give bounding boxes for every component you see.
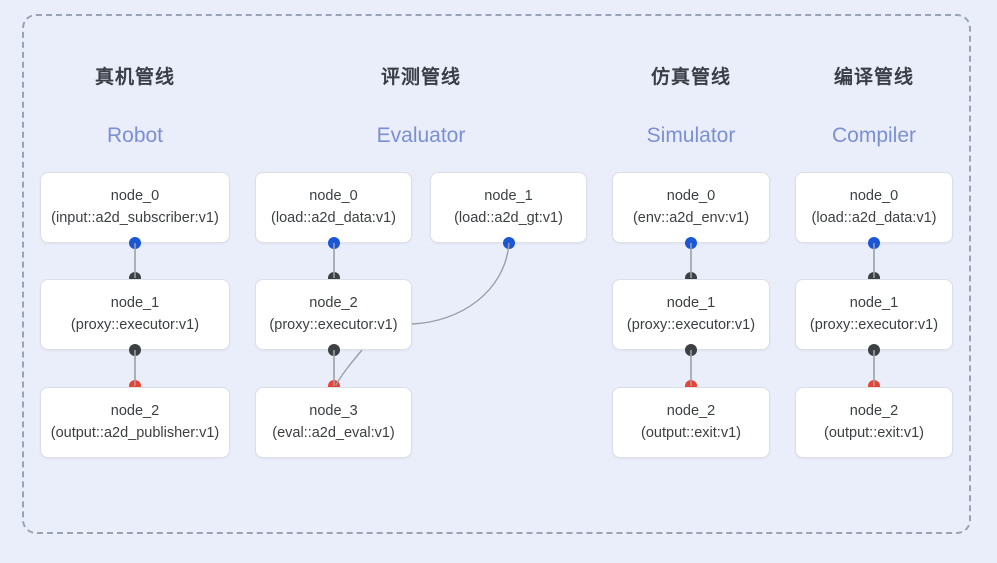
node-robot-2[interactable]: node_2 (output::a2d_publisher:v1) [40, 387, 230, 458]
output-port-blue[interactable] [328, 237, 340, 249]
node-spec: (output::exit:v1) [824, 424, 924, 441]
output-port-black[interactable] [868, 344, 880, 356]
node-spec: (proxy::executor:v1) [626, 316, 756, 333]
node-name: node_1 [484, 187, 533, 204]
output-port-black[interactable] [685, 344, 697, 356]
dashed-container-frame [22, 14, 971, 534]
column-title-cn-simulator: 仿真管线 [650, 67, 731, 88]
node-compiler-1[interactable]: node_1 (proxy::executor:v1) [795, 279, 953, 350]
node-simulator-0[interactable]: node_0 (env::a2d_env:v1) [612, 172, 770, 243]
node-compiler-0[interactable]: node_0 (load::a2d_data:v1) [795, 172, 953, 243]
node-name: node_2 [309, 294, 358, 311]
column-title-cn-evaluator: 评测管线 [380, 67, 461, 88]
node-spec: (output::a2d_publisher:v1) [50, 424, 220, 441]
node-spec: (env::a2d_env:v1) [632, 209, 750, 226]
column-title-en-compiler: Compiler [831, 124, 917, 147]
node-name: node_0 [309, 187, 358, 204]
node-name: node_2 [849, 402, 899, 419]
node-spec: (proxy::executor:v1) [70, 316, 200, 333]
node-robot-1[interactable]: node_1 (proxy::executor:v1) [40, 279, 230, 350]
output-port-black[interactable] [328, 344, 340, 356]
node-name: node_0 [849, 187, 899, 204]
node-compiler-2[interactable]: node_2 (output::exit:v1) [795, 387, 953, 458]
node-spec: (proxy::executor:v1) [269, 316, 398, 333]
node-name: node_1 [666, 294, 716, 311]
column-title-en-simulator: Simulator [646, 124, 736, 147]
node-spec: (eval::a2d_eval:v1) [272, 424, 395, 441]
column-title-cn-compiler: 编译管线 [833, 67, 914, 88]
output-port-blue[interactable] [503, 237, 515, 249]
node-spec: (output::exit:v1) [641, 424, 741, 441]
output-port-blue[interactable] [868, 237, 880, 249]
node-name: node_0 [110, 187, 160, 204]
node-evaluator-2[interactable]: node_2 (proxy::executor:v1) [255, 279, 412, 350]
node-simulator-1[interactable]: node_1 (proxy::executor:v1) [612, 279, 770, 350]
node-name: node_0 [666, 187, 716, 204]
node-robot-0[interactable]: node_0 (input::a2d_subscriber:v1) [40, 172, 230, 243]
column-title-en-evaluator: Evaluator [376, 124, 466, 147]
node-name: node_2 [666, 402, 716, 419]
node-spec: (proxy::executor:v1) [809, 316, 939, 333]
node-name: node_1 [110, 294, 160, 311]
column-title-cn-robot: 真机管线 [94, 67, 175, 88]
column-title-en-robot: Robot [106, 124, 164, 147]
node-name: node_2 [110, 402, 160, 419]
node-spec: (load::a2d_gt:v1) [454, 209, 563, 226]
node-spec: (input::a2d_subscriber:v1) [51, 209, 219, 226]
node-spec: (load::a2d_data:v1) [271, 209, 396, 226]
output-port-blue[interactable] [129, 237, 141, 249]
node-name: node_3 [309, 402, 358, 419]
output-port-black[interactable] [129, 344, 141, 356]
node-name: node_1 [849, 294, 899, 311]
output-port-blue[interactable] [685, 237, 697, 249]
node-simulator-2[interactable]: node_2 (output::exit:v1) [612, 387, 770, 458]
node-evaluator-3[interactable]: node_3 (eval::a2d_eval:v1) [255, 387, 412, 458]
node-spec: (load::a2d_data:v1) [811, 209, 937, 226]
node-evaluator-0[interactable]: node_0 (load::a2d_data:v1) [255, 172, 412, 243]
node-evaluator-1[interactable]: node_1 (load::a2d_gt:v1) [430, 172, 587, 243]
